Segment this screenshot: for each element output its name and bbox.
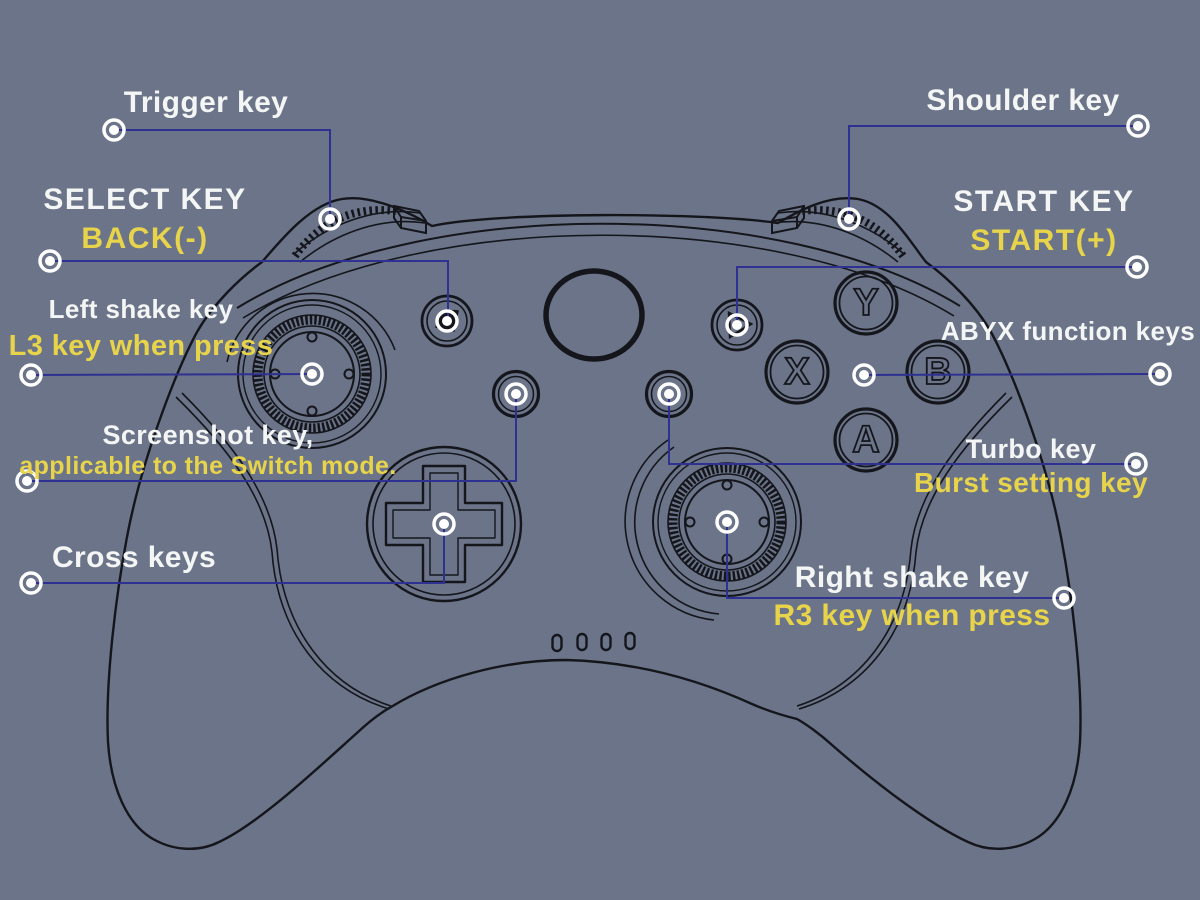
label-text: SELECT KEY: [43, 183, 247, 216]
callout-label-cross: Cross keys: [52, 541, 216, 576]
callout-line-left-stick: [30, 373, 313, 376]
callout-line-abyx: [863, 373, 1161, 376]
label-text: Turbo key: [965, 434, 1097, 464]
callout-dot: [852, 363, 876, 387]
start-arrow-icon: [727, 311, 754, 340]
label-text: Shoulder key: [926, 84, 1120, 117]
button-y: Y: [833, 270, 899, 336]
button-letter-x: X: [784, 351, 810, 393]
callout-dot: [837, 207, 861, 231]
face-buttons: Y X B A: [764, 270, 971, 473]
callout-dot: [1126, 114, 1150, 138]
callout-label-turbo: Turbo key Burst setting key: [914, 434, 1148, 499]
button-letter-b: B: [924, 351, 951, 393]
callout-label-right-stick: Right shake key R3 key when press: [774, 561, 1051, 633]
right-grip-crease: [796, 392, 1013, 710]
callout-dot: [1124, 452, 1148, 476]
callout-dot: [19, 571, 43, 595]
top-seam-line: [236, 222, 961, 309]
button-a: A: [833, 407, 899, 473]
callout-dot: [300, 362, 324, 386]
callout-line-trigger: [114, 129, 331, 219]
callout-label-abyx: ABYX function keys: [940, 316, 1196, 347]
label-subtext: START(+): [970, 223, 1118, 257]
callout-dot: [435, 309, 459, 333]
callout-line-cross: [31, 524, 445, 584]
label-subtext: Burst setting key: [914, 467, 1148, 499]
label-text: START KEY: [953, 185, 1135, 218]
callout-line-screenshot: [27, 394, 517, 482]
callout-dot: [318, 207, 342, 231]
callout-dot: [504, 382, 528, 406]
callout-dot: [1148, 362, 1172, 386]
callout-label-left-stick: Left shake key L3 key when press: [8, 294, 274, 363]
label-subtext: BACK(-): [81, 221, 209, 255]
cross-keys-dpad: [365, 445, 523, 603]
callout-label-start: START KEY START(+): [953, 185, 1134, 258]
callout-label-screenshot: Screenshot key, applicable to the Switch…: [19, 420, 396, 481]
right-trigger-block: [771, 204, 805, 235]
callout-label-trigger: Trigger key: [124, 86, 288, 121]
callout-dot: [432, 512, 456, 536]
callout-line-start: [736, 266, 1137, 325]
callout-line-turbo: [668, 394, 1136, 465]
label-text: ABYX function keys: [940, 316, 1196, 346]
button-letter-a: A: [852, 419, 879, 461]
callout-dot: [657, 382, 681, 406]
callout-label-select: SELECT KEY BACK(-): [43, 183, 246, 256]
button-x: X: [764, 339, 830, 405]
label-subtext: R3 key when press: [773, 598, 1051, 632]
callout-dots: [15, 114, 1172, 610]
callout-line-shoulder: [848, 125, 1138, 219]
label-text: Cross keys: [51, 541, 217, 574]
callout-label-shoulder: Shoulder key: [926, 84, 1119, 119]
home-oval: [543, 268, 645, 362]
callout-dot: [102, 118, 126, 142]
button-b: B: [905, 339, 971, 405]
label-text: Left shake key: [48, 294, 234, 324]
callout-dot: [38, 249, 62, 273]
led-indicators: [551, 631, 636, 653]
label-text: Screenshot key,: [102, 420, 314, 450]
button-letter-y: Y: [853, 282, 878, 324]
label-subtext: applicable to the Switch mode.: [19, 452, 397, 481]
callout-dot: [15, 469, 39, 493]
left-bumper-bar: [293, 210, 426, 263]
label-subtext: L3 key when press: [8, 329, 274, 362]
label-text: Trigger key: [123, 86, 289, 119]
callout-dot: [725, 313, 749, 337]
callout-dot: [715, 510, 739, 534]
callout-dot: [1052, 586, 1076, 610]
callout-dot: [19, 363, 43, 387]
label-text: Right shake key: [794, 561, 1030, 594]
left-trigger-block: [393, 204, 427, 235]
callout-dot: [1125, 255, 1149, 279]
callout-lines: [27, 125, 1161, 599]
left-grip-crease: [175, 392, 392, 710]
callout-line-right-stick: [726, 522, 1064, 599]
callout-line-select: [50, 260, 449, 321]
